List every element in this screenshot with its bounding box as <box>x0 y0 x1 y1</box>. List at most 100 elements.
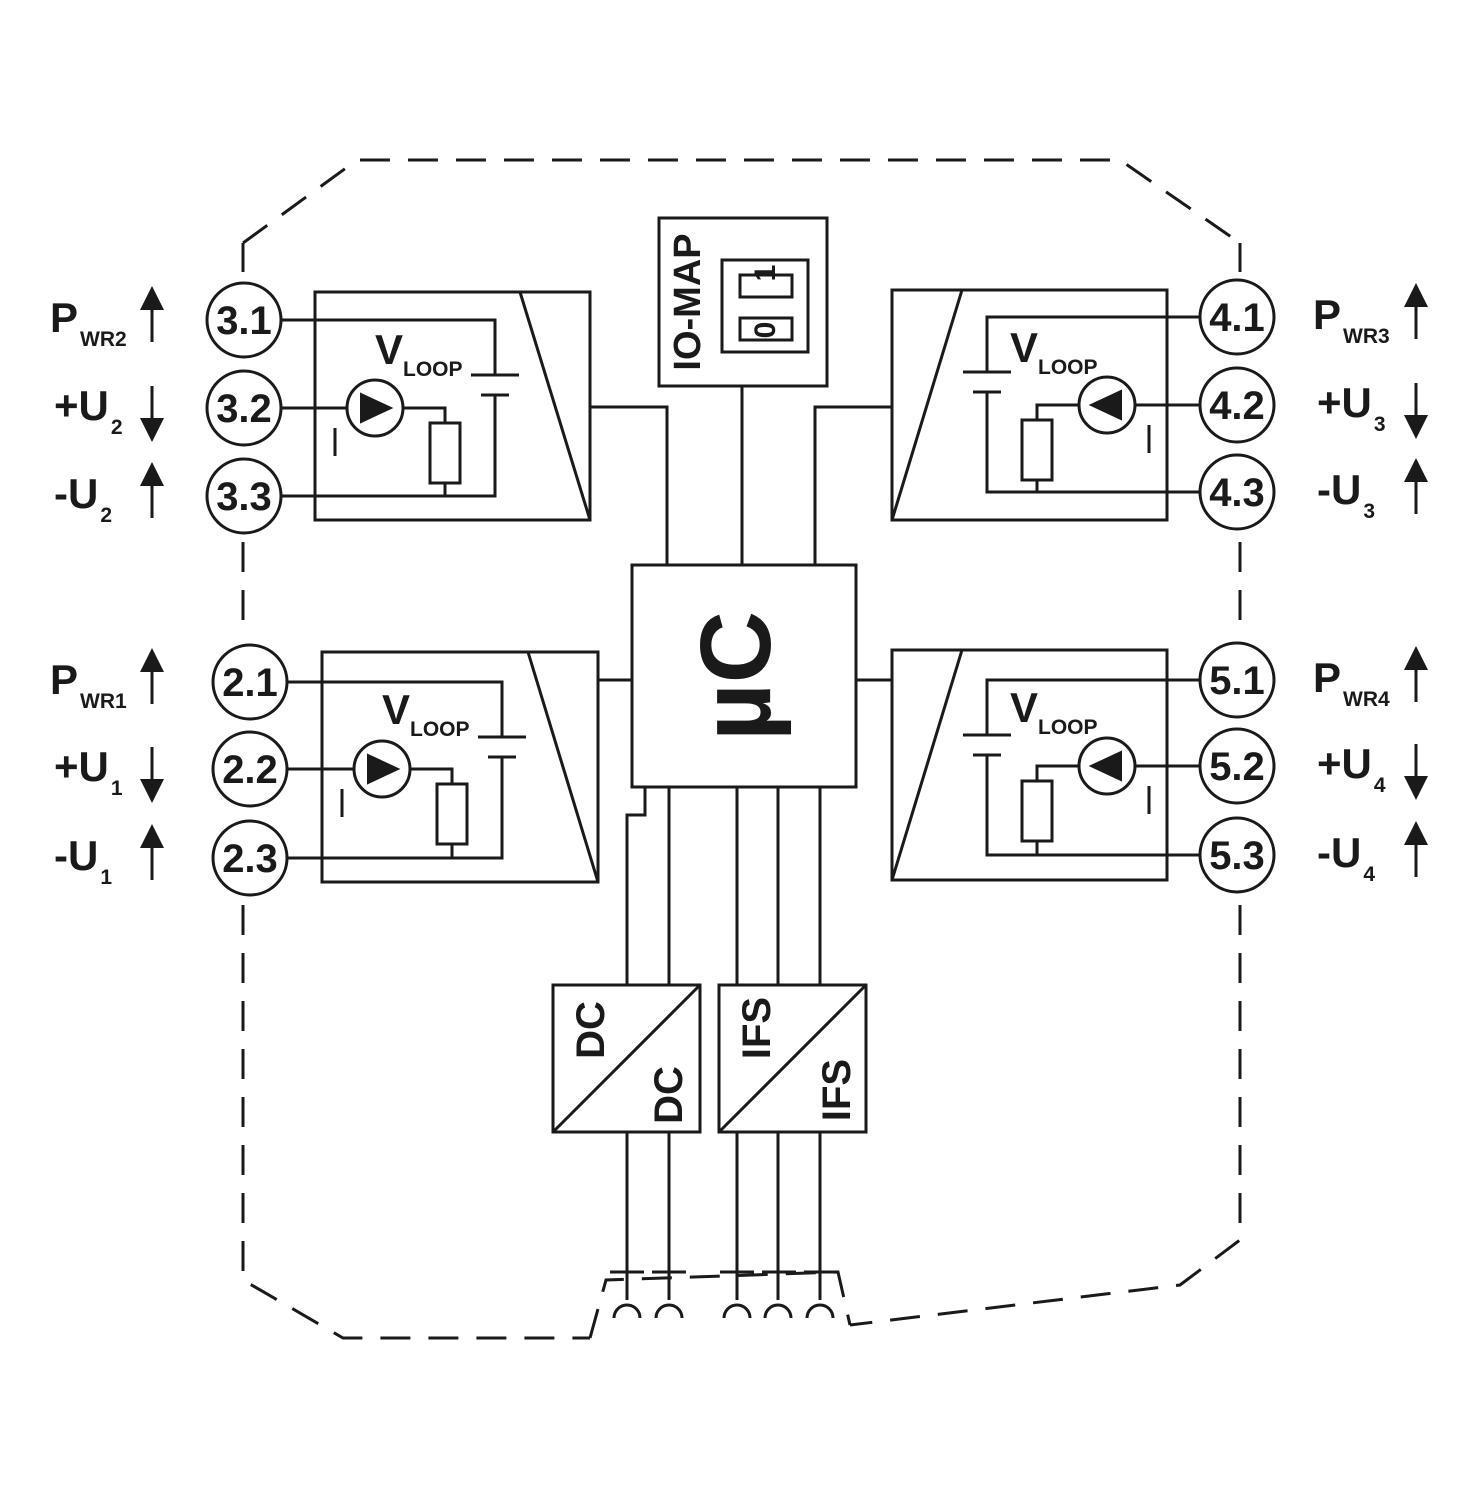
signal-subscript: 3 <box>1363 500 1375 523</box>
signal-label: -U4 <box>1317 829 1375 886</box>
dip-switch-label-zero: 0 <box>749 322 782 339</box>
ifs-input-label: IFS <box>735 997 779 1059</box>
terminal-3-2 <box>205 369 283 447</box>
terminal-number: 5.3 <box>1209 834 1265 878</box>
wire <box>281 395 497 498</box>
terminal-4-1 <box>1198 278 1276 356</box>
signal-subscript: 4 <box>1374 774 1386 797</box>
wire <box>410 767 454 784</box>
terminal-number: 2.2 <box>222 748 278 792</box>
signal-subscript: 2 <box>100 504 112 527</box>
diode-arrow-icon <box>367 753 401 785</box>
io-map-title: IO-MAP <box>667 233 709 370</box>
vloop-main: V <box>1010 684 1038 731</box>
vloop-main: V <box>1010 324 1038 371</box>
signal-name: +U <box>1317 740 1372 787</box>
terminal-5-1 <box>1198 641 1276 719</box>
terminal-2-1 <box>211 643 289 721</box>
wire <box>985 315 1200 372</box>
channels: VLOOP3.1PWR23.2+U23.3-U2VLOOP2.1PWR12.2+… <box>50 278 1428 897</box>
signal-label: +U4 <box>1317 740 1386 797</box>
terminal-4-3 <box>1198 453 1276 531</box>
wire <box>985 678 1200 735</box>
dc-output-label: DC <box>647 1066 691 1124</box>
diode-arrow-icon <box>1088 389 1122 421</box>
signal-name: +U <box>54 382 109 429</box>
terminal-number: 3.2 <box>216 387 272 431</box>
signal-label: +U2 <box>54 382 123 439</box>
terminal-5-2 <box>1198 727 1276 805</box>
plug-contact <box>654 1303 684 1319</box>
wire <box>1035 764 1079 781</box>
resistor-icon <box>428 421 462 485</box>
resistor-icon <box>1020 779 1054 843</box>
terminal-3-3 <box>205 457 283 535</box>
signal-label: PWR4 <box>1313 654 1390 711</box>
terminal-number: 4.1 <box>1209 296 1265 340</box>
terminal-4-2 <box>1198 366 1276 444</box>
vloop-label: VLOOP <box>375 326 463 381</box>
wire <box>403 406 447 423</box>
diode-arrow-icon <box>360 392 394 424</box>
plug-contact <box>763 1303 793 1319</box>
signal-label: PWR2 <box>50 294 127 351</box>
ifs-output-label: IFS <box>815 1059 859 1121</box>
signal-name: P <box>1313 654 1341 701</box>
signal-name: +U <box>54 743 109 790</box>
terminal-2-3 <box>211 819 289 897</box>
dc-input-label: DC <box>569 1001 613 1059</box>
plug-contact <box>805 1303 835 1319</box>
wire <box>287 680 504 737</box>
microcontroller-label: µC <box>680 611 792 741</box>
vloop-label: VLOOP <box>382 686 470 741</box>
vloop-label: VLOOP <box>1010 324 1098 379</box>
bottom-plug-contacts <box>612 1303 835 1319</box>
signal-name: -U <box>1317 829 1361 876</box>
wire <box>281 318 497 375</box>
isolation-barrier <box>890 649 964 881</box>
resistor-icon <box>435 782 469 846</box>
vloop-main: V <box>375 326 403 373</box>
dc-dc-converter: DC DC <box>551 983 702 1134</box>
signal-subscript: WR3 <box>1343 325 1390 348</box>
signal-label: -U1 <box>54 832 112 889</box>
signal-label: PWR1 <box>50 656 127 713</box>
io-map-block: IO-MAP 1 0 <box>657 216 829 388</box>
signal-name: -U <box>54 470 98 517</box>
vloop-sub: LOOP <box>1038 356 1098 379</box>
signal-subscript: 1 <box>111 777 123 800</box>
signal-name: +U <box>1317 379 1372 426</box>
wire <box>985 755 1200 857</box>
bus-lines <box>590 386 892 1300</box>
wire <box>287 757 504 860</box>
terminal-number: 5.2 <box>1209 745 1265 789</box>
wire <box>1035 403 1079 420</box>
signal-subscript: WR4 <box>1343 688 1390 711</box>
signal-label: -U2 <box>54 470 112 527</box>
vloop-sub: LOOP <box>1038 716 1098 739</box>
microcontroller-block: µC <box>630 563 858 789</box>
vloop-sub: LOOP <box>403 358 463 381</box>
terminal-number: 5.1 <box>1209 659 1265 703</box>
signal-name: -U <box>54 832 98 879</box>
terminal-number: 3.3 <box>216 475 272 519</box>
diode-arrow-icon <box>1088 750 1122 782</box>
signal-name: P <box>1313 291 1341 338</box>
signal-subscript: 2 <box>111 416 123 439</box>
signal-label: -U3 <box>1317 466 1375 523</box>
plug-contact <box>722 1303 752 1319</box>
signal-label: PWR3 <box>1313 291 1390 348</box>
signal-name: P <box>50 656 78 703</box>
terminal-number: 2.1 <box>222 661 278 705</box>
plug-contact <box>612 1303 642 1319</box>
signal-subscript: 4 <box>1363 863 1375 886</box>
resistor-icon <box>1020 418 1054 482</box>
signal-subscript: WR1 <box>80 690 127 713</box>
terminal-2-2 <box>211 730 289 808</box>
